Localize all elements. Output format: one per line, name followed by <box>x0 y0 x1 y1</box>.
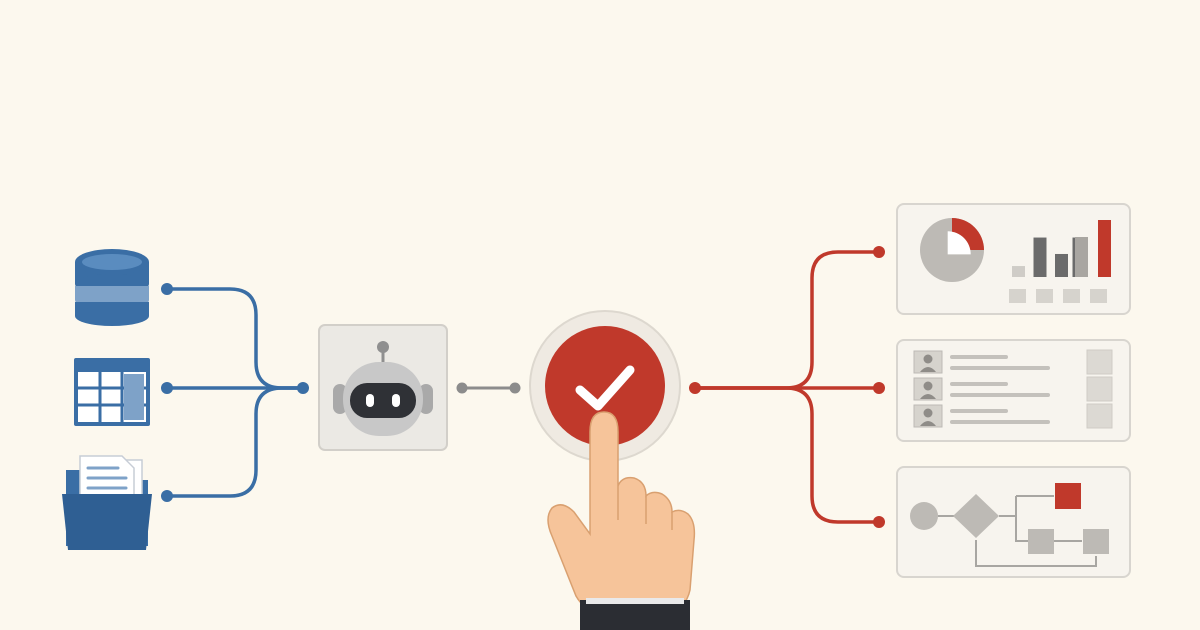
list-item-badge <box>1086 349 1113 375</box>
dot-origin <box>689 382 701 394</box>
input-connector-dots <box>161 283 309 502</box>
connector-workflow <box>693 386 881 524</box>
list-item <box>913 349 1113 375</box>
bar-4 <box>1098 220 1111 277</box>
workflow-panel <box>896 466 1131 578</box>
dot-merge <box>297 382 309 394</box>
connector-documents <box>165 386 305 498</box>
dot-contacts <box>873 382 885 394</box>
flow-start-node <box>910 502 938 530</box>
bar-2 <box>1055 253 1068 277</box>
connector-processor-approval <box>456 382 521 394</box>
input-connectors <box>165 287 305 498</box>
flow-decision-node <box>953 494 999 538</box>
bar-1 <box>1033 237 1047 277</box>
connector-database <box>165 287 305 390</box>
list-item-badge <box>1086 376 1113 402</box>
list-item <box>913 376 1113 402</box>
flow-end-node <box>1083 529 1109 554</box>
bar-axis-labels <box>1009 289 1107 303</box>
pie-slice-inner <box>947 231 971 255</box>
database-icon <box>75 249 149 326</box>
checkmark-icon <box>575 365 635 411</box>
flow-highlight-node <box>1055 483 1081 509</box>
list-item-badge <box>1086 403 1113 429</box>
approval-button[interactable] <box>529 310 681 462</box>
dot-analytics <box>873 246 885 258</box>
spreadsheet-icon <box>74 358 150 426</box>
flowchart-icon <box>910 483 1109 567</box>
output-connectors <box>693 250 881 524</box>
connector-analytics <box>693 250 881 390</box>
dot-workflow <box>873 516 885 528</box>
contact-list-panel <box>896 339 1131 442</box>
user-list-icon <box>913 349 1113 429</box>
analytics-report-panel <box>896 203 1131 315</box>
dot-documents <box>161 490 173 502</box>
hand-pointer-icon <box>547 411 696 630</box>
list-item <box>913 403 1113 429</box>
robot-processor-box <box>318 324 448 451</box>
robot-icon <box>333 341 433 436</box>
flow-process-node <box>1028 529 1054 554</box>
folder-documents-icon <box>62 455 152 550</box>
bar-chart <box>1012 220 1111 277</box>
pie-chart <box>920 218 984 282</box>
output-connector-dots <box>689 246 885 528</box>
chart-report-icon <box>920 218 1111 303</box>
bar-0 <box>1012 266 1025 277</box>
dot-spreadsheet <box>161 382 173 394</box>
bar-secondary <box>1075 237 1088 277</box>
dot-database <box>161 283 173 295</box>
